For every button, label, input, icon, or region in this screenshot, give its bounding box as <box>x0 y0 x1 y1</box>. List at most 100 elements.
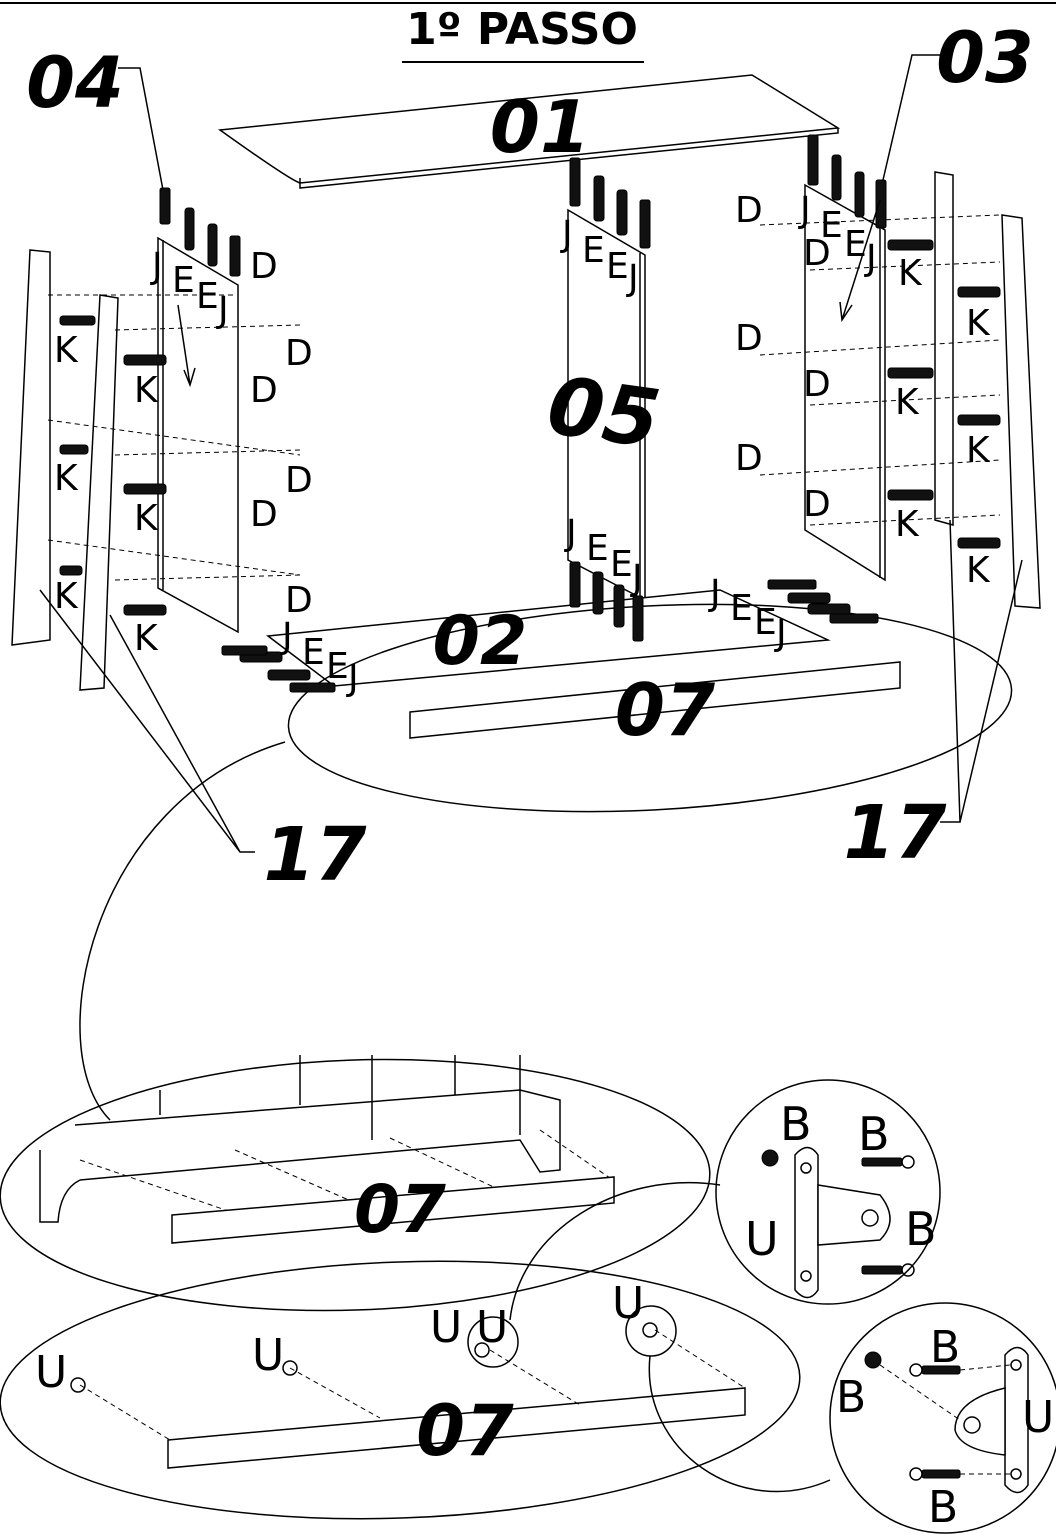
svg-text:J: J <box>864 238 877 279</box>
svg-text:B: B <box>905 1202 937 1256</box>
side-panel-03 <box>804 183 886 582</box>
zoom-detail-upper: B B B U <box>715 1079 941 1305</box>
part-label-03: 03 <box>936 17 1033 99</box>
svg-text:U: U <box>745 1212 779 1266</box>
svg-text:D: D <box>250 494 278 535</box>
svg-text:K: K <box>54 330 79 371</box>
svg-text:J: J <box>630 558 643 599</box>
svg-text:B: B <box>930 1322 960 1373</box>
svg-text:D: D <box>803 484 831 525</box>
zoom-circle-small-2 <box>625 1305 677 1357</box>
part-label-07-top: 07 <box>615 668 715 752</box>
svg-text:E: E <box>754 602 777 643</box>
detail-ellipse-top <box>287 603 1013 813</box>
top-panel-01 <box>217 74 841 189</box>
svg-text:K: K <box>54 458 79 499</box>
svg-text:U: U <box>476 1302 508 1353</box>
svg-text:K: K <box>966 303 991 344</box>
svg-text:J: J <box>560 214 573 255</box>
svg-text:K: K <box>134 498 159 539</box>
svg-text:B: B <box>836 1372 866 1423</box>
svg-text:J: J <box>346 658 359 699</box>
svg-text:D: D <box>803 364 831 405</box>
svg-text:E: E <box>326 646 349 687</box>
svg-text:K: K <box>895 504 920 545</box>
leg-17-right-front <box>1001 214 1041 609</box>
svg-text:E: E <box>582 230 605 271</box>
part-label-05: 05 <box>542 359 665 467</box>
part-label-17-left: 17 <box>264 812 367 898</box>
svg-text:E: E <box>172 260 195 301</box>
cam-fittings <box>159 134 887 693</box>
svg-text:E: E <box>196 276 219 317</box>
front-rail-07-top <box>409 661 901 739</box>
cabinet-detail <box>39 1055 611 1223</box>
svg-text:E: E <box>302 632 325 673</box>
svg-text:E: E <box>586 528 609 569</box>
part-label-01: 01 <box>490 85 590 169</box>
dowels-k-left <box>59 315 167 616</box>
svg-text:D: D <box>285 460 313 501</box>
zoom-detail-lower: B B B U <box>829 1302 1056 1534</box>
side-panel-04 <box>157 236 239 634</box>
svg-text:D: D <box>285 333 313 374</box>
svg-text:U: U <box>252 1330 284 1381</box>
svg-text:K: K <box>134 370 159 411</box>
u-brackets <box>70 1305 677 1393</box>
part-label-07-middle: 07 <box>354 1171 446 1248</box>
svg-text:E: E <box>730 588 753 629</box>
svg-text:U: U <box>612 1278 644 1329</box>
svg-text:K: K <box>54 576 79 617</box>
part-label-02: 02 <box>433 602 528 681</box>
svg-text:D: D <box>250 246 278 287</box>
step-title: 1º PASSO <box>406 4 638 55</box>
hardware-letters: J E E J D D D D D D K K K K K K J E E J … <box>54 190 991 699</box>
svg-text:K: K <box>966 430 991 471</box>
svg-text:D: D <box>803 233 831 274</box>
magnifier-connector <box>79 741 286 1121</box>
bracket-guides <box>79 1329 746 1441</box>
part-label-07-bottom: 07 <box>416 1390 514 1472</box>
svg-text:J: J <box>798 190 811 231</box>
svg-text:K: K <box>898 253 923 294</box>
leg-17-right-back <box>934 171 954 526</box>
front-rail-07-middle <box>171 1176 615 1244</box>
zoom-circle-small-1 <box>467 1316 519 1368</box>
leg-17-left-back <box>11 249 51 646</box>
svg-text:D: D <box>250 370 278 411</box>
part-label-17-right: 17 <box>844 790 947 876</box>
svg-text:J: J <box>626 258 639 299</box>
svg-text:K: K <box>895 382 920 423</box>
svg-text:J: J <box>708 573 721 614</box>
svg-text:E: E <box>610 544 633 585</box>
svg-text:B: B <box>780 1097 812 1151</box>
detail-ellipse-bottom <box>0 1260 801 1520</box>
dowels-k-right <box>887 239 1001 549</box>
svg-text:D: D <box>735 318 763 359</box>
svg-text:J: J <box>564 513 577 554</box>
svg-text:E: E <box>844 224 867 265</box>
svg-text:E: E <box>606 246 629 287</box>
dashed-guides-left <box>47 294 301 581</box>
svg-text:K: K <box>134 618 159 659</box>
svg-text:U: U <box>35 1347 67 1398</box>
leg-17-left-front <box>79 294 119 691</box>
svg-text:J: J <box>774 613 787 654</box>
svg-text:J: J <box>150 246 163 287</box>
svg-text:D: D <box>735 438 763 479</box>
svg-text:B: B <box>928 1482 958 1533</box>
svg-text:J: J <box>280 616 293 657</box>
svg-text:D: D <box>285 580 313 621</box>
part-label-04: 04 <box>26 42 123 124</box>
svg-text:J: J <box>216 290 229 331</box>
svg-text:D: D <box>735 190 763 231</box>
svg-text:K: K <box>966 550 991 591</box>
bottom-panel-02 <box>266 589 831 687</box>
svg-text:E: E <box>820 205 843 246</box>
u-letters: U U U U U <box>35 1278 644 1398</box>
svg-text:B: B <box>858 1107 890 1161</box>
detail-ellipse-middle <box>0 1058 711 1312</box>
front-rail-07-bottom <box>167 1387 746 1469</box>
svg-text:U: U <box>1022 1392 1054 1443</box>
